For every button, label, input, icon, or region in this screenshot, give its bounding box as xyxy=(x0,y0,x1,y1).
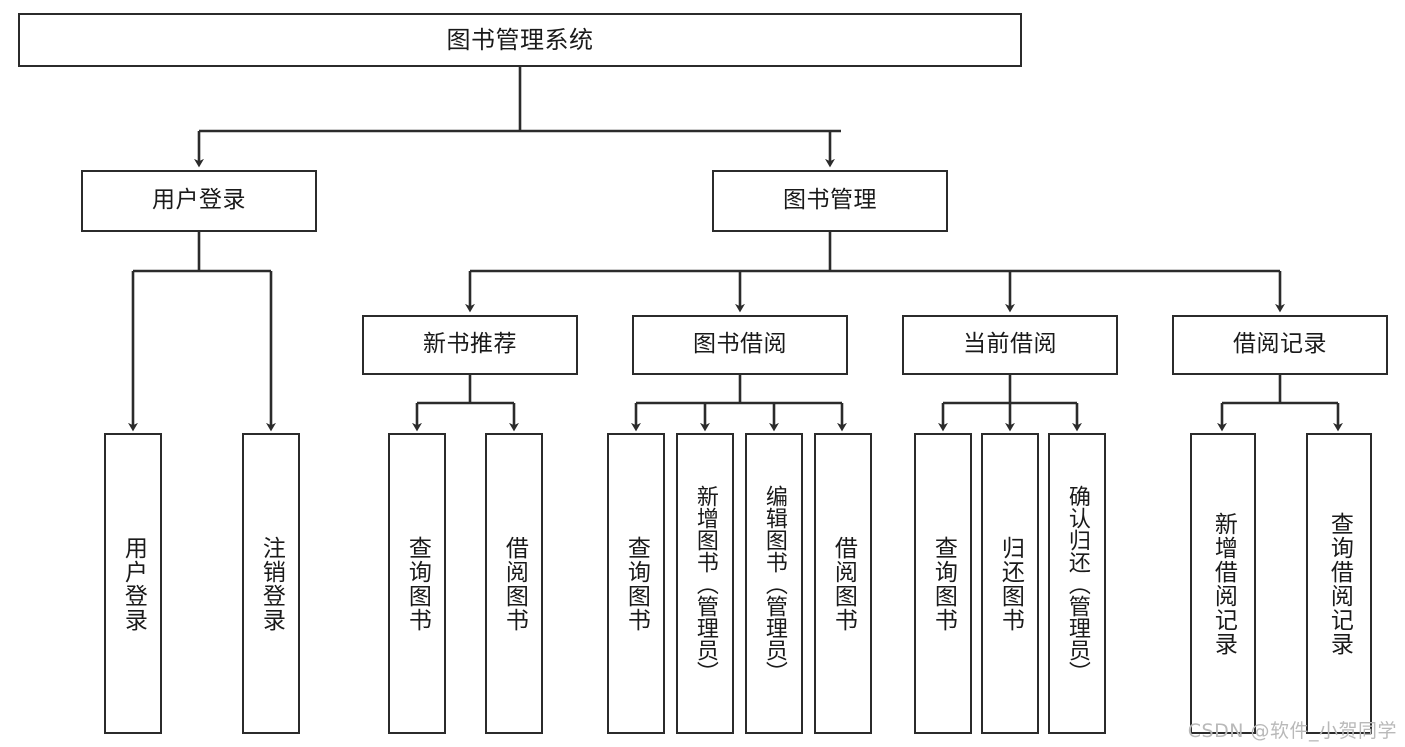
node-label: 查询图书 xyxy=(404,535,431,632)
node-label: 用户登录 xyxy=(152,187,246,214)
node-leaf-add-borrow-record[interactable]: 新增借阅记录 xyxy=(1190,433,1256,734)
node-leaf-confirm-return-admin[interactable]: 确认归还（管理员） xyxy=(1048,433,1106,734)
node-label: 用户登录 xyxy=(120,535,147,632)
node-label: 图书管理 xyxy=(783,187,877,214)
node-leaf-return-book[interactable]: 归还图书 xyxy=(981,433,1039,734)
node-label: 确认归还（管理员） xyxy=(1064,484,1090,683)
node-label: 图书借阅 xyxy=(693,331,787,358)
node-leaf-edit-book-admin[interactable]: 编辑图书（管理员） xyxy=(745,433,803,734)
node-label: 查询图书 xyxy=(930,535,957,632)
node-label: 查询图书 xyxy=(623,535,650,632)
node-leaf-query-book-newbook[interactable]: 查询图书 xyxy=(388,433,446,734)
node-label: 借阅图书 xyxy=(830,535,857,632)
node-borrow-record[interactable]: 借阅记录 xyxy=(1172,315,1388,375)
node-label: 当前借阅 xyxy=(963,331,1057,358)
node-label: 注销登录 xyxy=(258,535,285,632)
node-label: 新增借阅记录 xyxy=(1210,511,1237,656)
node-leaf-query-book-current[interactable]: 查询图书 xyxy=(914,433,972,734)
node-leaf-query-borrow-record[interactable]: 查询借阅记录 xyxy=(1306,433,1372,734)
node-book-management[interactable]: 图书管理 xyxy=(712,170,948,232)
node-label: 借阅图书 xyxy=(501,535,528,632)
node-user-login[interactable]: 用户登录 xyxy=(81,170,317,232)
node-label: 编辑图书（管理员） xyxy=(761,484,787,683)
csdn-watermark: CSDN @软件_小贺同学 xyxy=(1187,720,1397,742)
node-label: 新书推荐 xyxy=(423,331,517,358)
node-label: 新增图书（管理员） xyxy=(692,484,718,683)
node-leaf-borrow-book-borrow[interactable]: 借阅图书 xyxy=(814,433,872,734)
node-label: 归还图书 xyxy=(997,535,1024,632)
node-new-book-recommend[interactable]: 新书推荐 xyxy=(362,315,578,375)
node-leaf-query-book-borrow[interactable]: 查询图书 xyxy=(607,433,665,734)
node-current-borrow[interactable]: 当前借阅 xyxy=(902,315,1118,375)
node-leaf-borrow-book-newbook[interactable]: 借阅图书 xyxy=(485,433,543,734)
node-leaf-user-login[interactable]: 用户登录 xyxy=(104,433,162,734)
node-leaf-logout[interactable]: 注销登录 xyxy=(242,433,300,734)
node-label: 借阅记录 xyxy=(1233,331,1327,358)
node-label: 查询借阅记录 xyxy=(1326,511,1353,656)
node-book-borrow[interactable]: 图书借阅 xyxy=(632,315,848,375)
node-root-system[interactable]: 图书管理系统 xyxy=(18,13,1022,67)
node-leaf-add-book-admin[interactable]: 新增图书（管理员） xyxy=(676,433,734,734)
node-label: 图书管理系统 xyxy=(446,25,594,54)
